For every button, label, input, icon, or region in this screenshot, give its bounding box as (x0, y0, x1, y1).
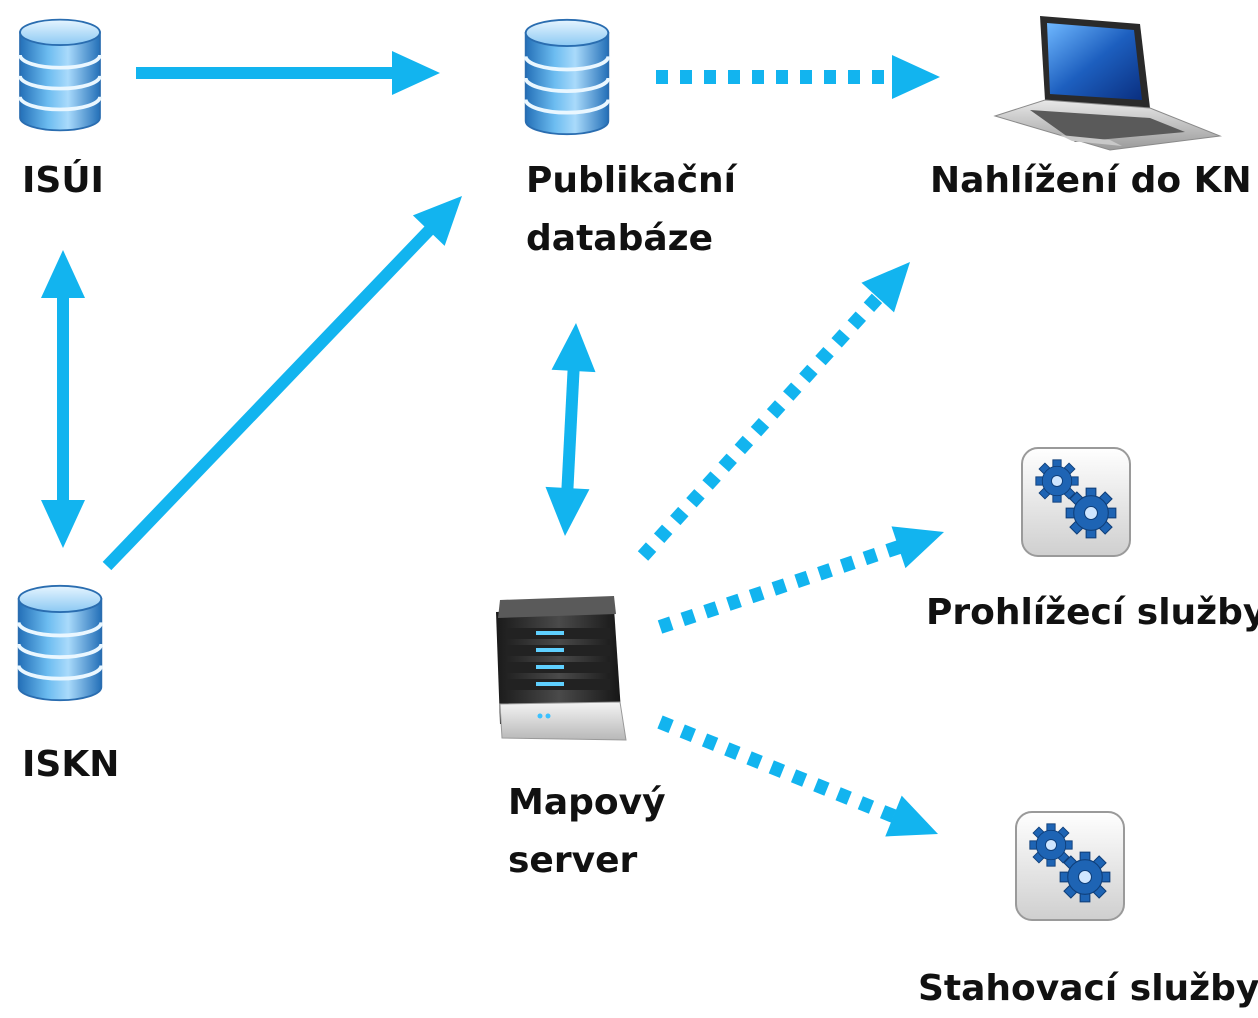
edge-line (561, 362, 580, 497)
edge-line (657, 715, 904, 826)
arrowhead (545, 486, 590, 536)
database-icon[interactable] (18, 17, 102, 133)
node-label-publikacni: Publikační databáze (526, 152, 736, 268)
database-icon[interactable] (16, 583, 104, 703)
node-label-isui: ISÚI (22, 160, 104, 201)
arrowhead (861, 262, 910, 313)
edge-mapovy-to-prohlizeci (657, 526, 944, 634)
edge-publikacni-to-nahlizeni (656, 55, 940, 99)
edges-layer (41, 51, 944, 837)
node-label-line-1: Publikační (526, 160, 737, 201)
edge-mapovy-to-nahlizeni (637, 262, 910, 561)
arrowhead (892, 55, 940, 99)
node-label-line-2: server (508, 840, 638, 881)
edge-iskn-to-publikacni (102, 196, 462, 571)
node-label-mapovy: Mapový server (508, 774, 666, 890)
laptop-icon[interactable] (993, 16, 1222, 151)
gears-icon[interactable] (1016, 812, 1124, 920)
edge-publikacni-mapovy (545, 323, 596, 536)
arrowhead (885, 795, 938, 837)
node-label-prohlizeci: Prohlížecí služby (926, 592, 1258, 633)
edge-mapovy-to-stahovaci (657, 715, 938, 837)
node-label-iskn: ISKN (22, 744, 120, 785)
edge-isui-iskn (41, 250, 85, 548)
edge-isui-to-publikacni (136, 51, 440, 95)
node-label-stahovaci: Stahovací služby (918, 968, 1258, 1009)
arrowhead (41, 500, 85, 548)
database-icon[interactable] (523, 17, 611, 137)
server-icon[interactable] (496, 596, 627, 741)
edge-line (637, 286, 889, 561)
node-label-nahlizeni: Nahlížení do KN (930, 160, 1252, 201)
node-label-line-2: databáze (526, 218, 713, 259)
arrowhead (891, 526, 944, 569)
arrowhead (41, 250, 85, 298)
edge-line (657, 538, 909, 634)
gears-icon[interactable] (1022, 448, 1130, 556)
arrowhead (551, 323, 596, 373)
node-label-line-1: Mapový (508, 782, 666, 823)
edge-line (102, 220, 439, 571)
arrowhead (392, 51, 440, 95)
arrowhead (412, 196, 462, 246)
